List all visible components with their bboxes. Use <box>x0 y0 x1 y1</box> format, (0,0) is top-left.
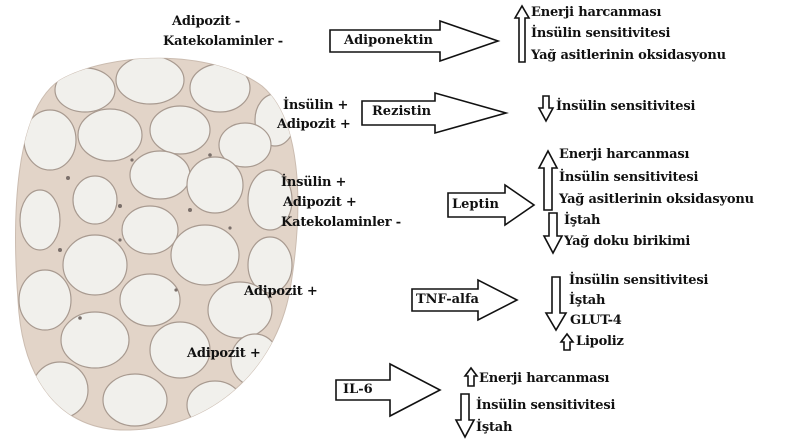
effect-up-icon-tnf <box>561 334 573 350</box>
effect-tnf-up-1: Lipoliz <box>576 334 624 349</box>
effect-leptin-up-3: Yağ asitlerinin oksidasyonu <box>559 192 754 207</box>
effect-down-icon-rezistin <box>539 96 553 121</box>
modulator-rezistin-1: İnsülin + <box>283 98 348 113</box>
effect-tnf-down-3: GLUT-4 <box>570 313 622 328</box>
modulator-leptin-1: İnsülin + <box>281 175 346 190</box>
signal-leptin: Leptin <box>452 197 499 213</box>
signal-adiponektin: Adiponektin <box>344 33 433 49</box>
effect-leptin-up-2: İnsülin sensitivitesi <box>559 170 698 185</box>
effect-il6-up-1: Enerji harcanması <box>479 371 609 386</box>
modulator-leptin-3: Katekolaminler - <box>281 215 401 230</box>
effect-il6-down-1: İnsülin sensitivitesi <box>476 398 615 413</box>
effect-adiponektin-up-3: Yağ asitlerinin oksidasyonu <box>531 48 726 63</box>
effect-up-icon-il6 <box>465 368 477 386</box>
signal-il6: IL-6 <box>343 382 373 398</box>
effect-tnf-down-2: İştah <box>569 293 605 308</box>
modulator-adiponektin-2: Katekolaminler - <box>163 34 283 49</box>
effect-il6-down-2: İştah <box>476 420 512 435</box>
modulator-adiponektin-1: Adipozit - <box>172 14 240 29</box>
effect-up-icon-leptin <box>539 151 557 210</box>
effect-rezistin-down-1: İnsülin sensitivitesi <box>556 99 695 114</box>
modulator-tnf-1: Adipozit + <box>244 284 318 299</box>
effect-adiponektin-up-1: Enerji harcanması <box>531 5 661 20</box>
modulator-rezistin-2: Adipozit + <box>277 117 351 132</box>
effect-down-icon-leptin <box>544 213 562 253</box>
signal-rezistin: Rezistin <box>372 104 431 120</box>
effect-down-icon-tnf <box>546 277 566 330</box>
effect-leptin-down-2: Yağ doku birikimi <box>564 234 690 249</box>
effect-up-icon-adiponektin <box>515 6 529 62</box>
signal-tnf: TNF-alfa <box>416 292 479 308</box>
effect-adiponektin-up-2: İnsülin sensitivitesi <box>531 26 670 41</box>
modulator-leptin-2: Adipozit + <box>283 195 357 210</box>
modulator-il6-1: Adipozit + <box>187 346 261 361</box>
effect-leptin-down-1: İştah <box>564 213 600 228</box>
effect-tnf-down-1: İnsülin sensitivitesi <box>569 273 708 288</box>
effect-leptin-up-1: Enerji harcanması <box>559 147 689 162</box>
effect-down-icon-il6 <box>456 394 474 437</box>
